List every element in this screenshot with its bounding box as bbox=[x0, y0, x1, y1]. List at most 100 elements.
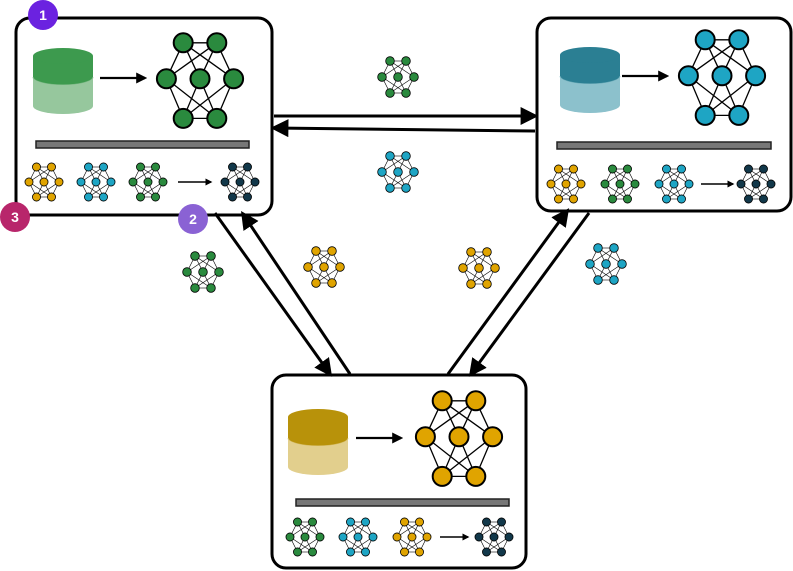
neural-network-icon-teal bbox=[677, 29, 767, 126]
network-node bbox=[293, 547, 302, 557]
network-node bbox=[585, 259, 595, 269]
network-node bbox=[569, 194, 578, 204]
network-node bbox=[393, 167, 403, 177]
network-edge bbox=[88, 181, 112, 198]
network-edge bbox=[381, 155, 407, 173]
network-node bbox=[617, 259, 627, 269]
network-node bbox=[466, 247, 476, 257]
network-edge bbox=[224, 166, 248, 183]
network-edge bbox=[462, 251, 488, 269]
network-edge bbox=[28, 166, 52, 183]
network-node bbox=[190, 283, 200, 293]
model-icon-gold-green-panel bbox=[24, 162, 64, 202]
network-node bbox=[47, 192, 56, 202]
link-gold-to-green bbox=[240, 211, 352, 375]
network-node bbox=[497, 517, 506, 527]
network-edge bbox=[80, 166, 104, 183]
network-node bbox=[745, 65, 767, 87]
message-icon-gold-right bbox=[458, 247, 500, 289]
network-node bbox=[214, 267, 224, 277]
database-lower bbox=[560, 76, 620, 113]
network-node bbox=[422, 532, 432, 542]
model-icon-green-teal-panel bbox=[600, 164, 640, 204]
network-node bbox=[623, 194, 632, 204]
network-node bbox=[677, 164, 686, 174]
network-node bbox=[223, 68, 245, 90]
network-node bbox=[600, 179, 610, 189]
network-node bbox=[694, 104, 716, 126]
network-node bbox=[728, 104, 750, 126]
network-node bbox=[482, 247, 492, 257]
network-node bbox=[458, 263, 468, 273]
model-icon-green-gold-panel bbox=[285, 517, 325, 557]
network-node bbox=[99, 192, 108, 202]
network-edge bbox=[612, 183, 636, 200]
network-node bbox=[136, 162, 145, 172]
step-badge-2: 2 bbox=[178, 204, 208, 234]
network-node bbox=[106, 177, 116, 187]
network-node bbox=[490, 263, 500, 273]
step-badge-1: 1 bbox=[28, 0, 58, 30]
message-icon-teal-right bbox=[585, 243, 627, 285]
step-badge-3-label: 3 bbox=[11, 209, 19, 225]
network-node bbox=[593, 275, 603, 285]
network-node bbox=[235, 177, 245, 187]
network-node bbox=[220, 177, 230, 187]
network-node bbox=[285, 532, 295, 542]
network-node bbox=[554, 194, 563, 204]
network-node bbox=[300, 532, 310, 542]
network-edge bbox=[186, 255, 212, 273]
network-node bbox=[400, 517, 409, 527]
network-node bbox=[662, 194, 671, 204]
step-badge-3: 3 bbox=[0, 202, 30, 232]
network-node bbox=[593, 243, 603, 253]
database-top bbox=[288, 409, 348, 425]
database-upper bbox=[288, 417, 348, 446]
database-icon-teal bbox=[559, 47, 621, 113]
network-edge bbox=[604, 168, 628, 185]
network-node bbox=[311, 246, 321, 256]
network-node bbox=[228, 192, 237, 202]
network-node bbox=[206, 283, 216, 293]
network-node bbox=[465, 465, 487, 487]
network-edge bbox=[132, 166, 156, 183]
message-icon-green-left bbox=[182, 251, 224, 293]
network-node bbox=[569, 164, 578, 174]
network-node bbox=[415, 547, 424, 557]
network-node bbox=[711, 65, 733, 87]
network-node bbox=[608, 194, 617, 204]
network-node bbox=[189, 68, 211, 90]
network-edge bbox=[194, 271, 220, 289]
network-edge bbox=[589, 247, 615, 265]
step-badge-2-label: 2 bbox=[189, 211, 197, 227]
database-band bbox=[32, 76, 94, 86]
network-node bbox=[630, 179, 640, 189]
database-upper bbox=[33, 56, 93, 85]
network-node bbox=[361, 517, 370, 527]
network-node bbox=[377, 167, 387, 177]
network-node bbox=[684, 179, 694, 189]
network-node bbox=[561, 179, 571, 189]
network-node bbox=[91, 177, 101, 187]
network-node bbox=[151, 162, 160, 172]
network-node bbox=[744, 194, 753, 204]
network-node bbox=[361, 547, 370, 557]
separator-bar-gold bbox=[295, 498, 510, 507]
network-node bbox=[431, 390, 453, 412]
network-node bbox=[54, 177, 64, 187]
network-edge bbox=[441, 436, 494, 477]
network-edge bbox=[307, 250, 333, 268]
network-edge bbox=[297, 536, 321, 553]
model-icon-teal-teal-panel bbox=[654, 164, 694, 204]
network-node bbox=[377, 72, 387, 82]
network-node bbox=[392, 532, 402, 542]
network-node bbox=[84, 192, 93, 202]
network-node bbox=[546, 179, 556, 189]
network-node bbox=[474, 263, 484, 273]
network-node bbox=[39, 177, 49, 187]
database-band bbox=[287, 437, 349, 447]
network-node bbox=[172, 107, 194, 129]
network-edge bbox=[470, 267, 496, 285]
network-edge bbox=[486, 536, 510, 553]
